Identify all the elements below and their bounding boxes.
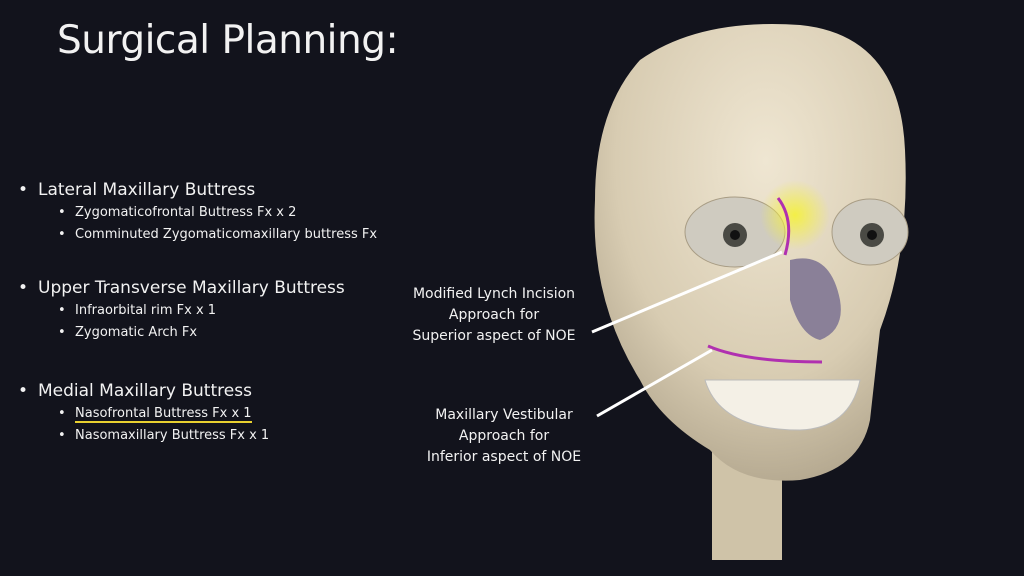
annotation-line: Modified Lynch Incision <box>412 286 576 302</box>
lynch-incision <box>776 197 791 256</box>
slide-title: Surgical Planning: <box>57 18 399 63</box>
buttress-list: Lateral Maxillary Buttress Zygomaticofro… <box>18 178 438 447</box>
annotation-superior: Modified Lynch Incision Approach for Sup… <box>398 284 590 347</box>
list-item: Infraorbital rim Fx x 1 <box>18 300 438 322</box>
section-heading: Upper Transverse Maxillary Buttress <box>18 276 438 300</box>
vestibular-incision <box>707 344 823 364</box>
pointer-line-superior <box>591 250 783 334</box>
pointer-line-inferior <box>596 348 713 418</box>
list-item: Zygomatic Arch Fx <box>18 322 438 344</box>
annotation-line: Superior aspect of NOE <box>412 328 576 344</box>
annotation-line: Approach for <box>448 307 540 323</box>
annotation-inferior: Maxillary Vestibular Approach for Inferi… <box>418 405 590 468</box>
list-item-highlighted: Nasofrontal Buttress Fx x 1 <box>18 403 438 425</box>
annotation-line: Maxillary Vestibular <box>435 407 573 423</box>
list-item: Nasomaxillary Buttress Fx x 1 <box>18 425 438 447</box>
annotation-line: Inferior aspect of NOE <box>426 449 582 465</box>
annotation-line: Approach for <box>458 428 550 444</box>
underlined-text: Nasofrontal Buttress Fx x 1 <box>75 406 252 423</box>
section-heading: Medial Maxillary Buttress <box>18 379 438 403</box>
nasal-cavity <box>790 258 841 340</box>
teeth <box>704 379 861 431</box>
list-item: Comminuted Zygomaticomaxillary buttress … <box>18 224 438 246</box>
nasofrontal-highlight <box>760 180 830 250</box>
section-heading: Lateral Maxillary Buttress <box>18 178 438 202</box>
list-item: Zygomaticofrontal Buttress Fx x 2 <box>18 202 438 224</box>
